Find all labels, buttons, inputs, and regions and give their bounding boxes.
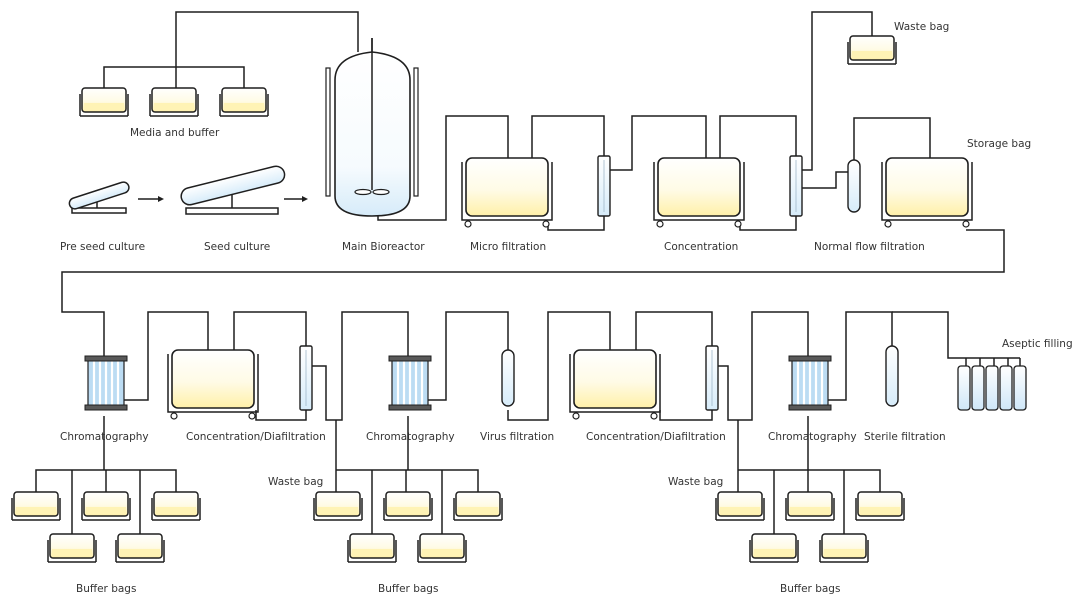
bag-icon: [417, 533, 467, 563]
label-buffer-bags-3: Buffer bags: [780, 583, 841, 595]
label-aseptic-filling: Aseptic filling: [1002, 338, 1073, 350]
bottom-piping: [35, 311, 1021, 534]
label-media-and-buffer: Media and buffer: [130, 127, 220, 139]
chromatography-column-icon: [788, 355, 832, 411]
label-main-bioreactor: Main Bioreactor: [342, 241, 425, 253]
bag-icon: [115, 533, 165, 563]
label-concentration: Concentration: [664, 241, 739, 253]
tank-cart-icon: [569, 349, 661, 420]
bag-icon: [749, 533, 799, 563]
label-waste-bag-top: Waste bag: [894, 21, 950, 33]
label-normal-flow-filtration: Normal flow filtration: [814, 241, 925, 253]
label-buffer-bags-2: Buffer bags: [378, 583, 439, 595]
label-buffer-bags-1: Buffer bags: [76, 583, 137, 595]
tank-cart-icon: [653, 157, 745, 228]
bag-icon: [151, 491, 201, 521]
aseptic-filling-icon: [957, 365, 1027, 411]
label-chromatography-1: Chromatography: [60, 431, 149, 443]
label-pre-seed-culture: Pre seed culture: [60, 241, 146, 253]
bag-icon: [149, 87, 199, 117]
main-bioreactor-icon: [325, 38, 419, 217]
bag-icon: [819, 533, 869, 563]
label-concentration-diafiltration-2: Concentration/Diafiltration: [586, 431, 726, 443]
filter-icon: [299, 345, 313, 411]
bag-icon: [313, 491, 363, 521]
bag-icon: [81, 491, 131, 521]
bag-icon: [79, 87, 129, 117]
bag-icon: [219, 87, 269, 117]
tank-cart-icon: [167, 349, 259, 420]
filter-icon: [597, 155, 611, 217]
label-micro-filtration: Micro filtration: [470, 241, 547, 253]
label-chromatography-2: Chromatography: [366, 431, 455, 443]
bag-icon: [383, 491, 433, 521]
bag-icon: [453, 491, 503, 521]
filter-icon: [501, 349, 515, 407]
label-seed-culture: Seed culture: [204, 241, 271, 253]
bag-icon: [47, 533, 97, 563]
filter-icon: [847, 159, 861, 213]
tank-cart-icon: [461, 157, 553, 228]
label-virus-filtration: Virus filtration: [480, 431, 555, 443]
label-storage-bag: Storage bag: [967, 138, 1032, 150]
chromatography-column-icon: [84, 355, 128, 411]
bag-icon: [11, 491, 61, 521]
label-waste-bag-3: Waste bag: [668, 476, 724, 488]
label-concentration-diafiltration-1: Concentration/Diafiltration: [186, 431, 326, 443]
bag-icon: [715, 491, 765, 521]
filter-icon: [705, 345, 719, 411]
bag-icon: [785, 491, 835, 521]
label-sterile-filtration: Sterile filtration: [864, 431, 946, 443]
tank-cart-icon: [881, 157, 973, 228]
label-waste-bag-2: Waste bag: [268, 476, 324, 488]
pre-seed-culture-icon: [68, 181, 130, 214]
filter-icon: [885, 345, 899, 407]
bag-icon: [847, 35, 897, 65]
bag-icon: [347, 533, 397, 563]
label-chromatography-3: Chromatography: [768, 431, 857, 443]
bag-icon: [855, 491, 905, 521]
seed-culture-icon: [180, 165, 286, 215]
filter-icon: [789, 155, 803, 217]
chromatography-column-icon: [388, 355, 432, 411]
